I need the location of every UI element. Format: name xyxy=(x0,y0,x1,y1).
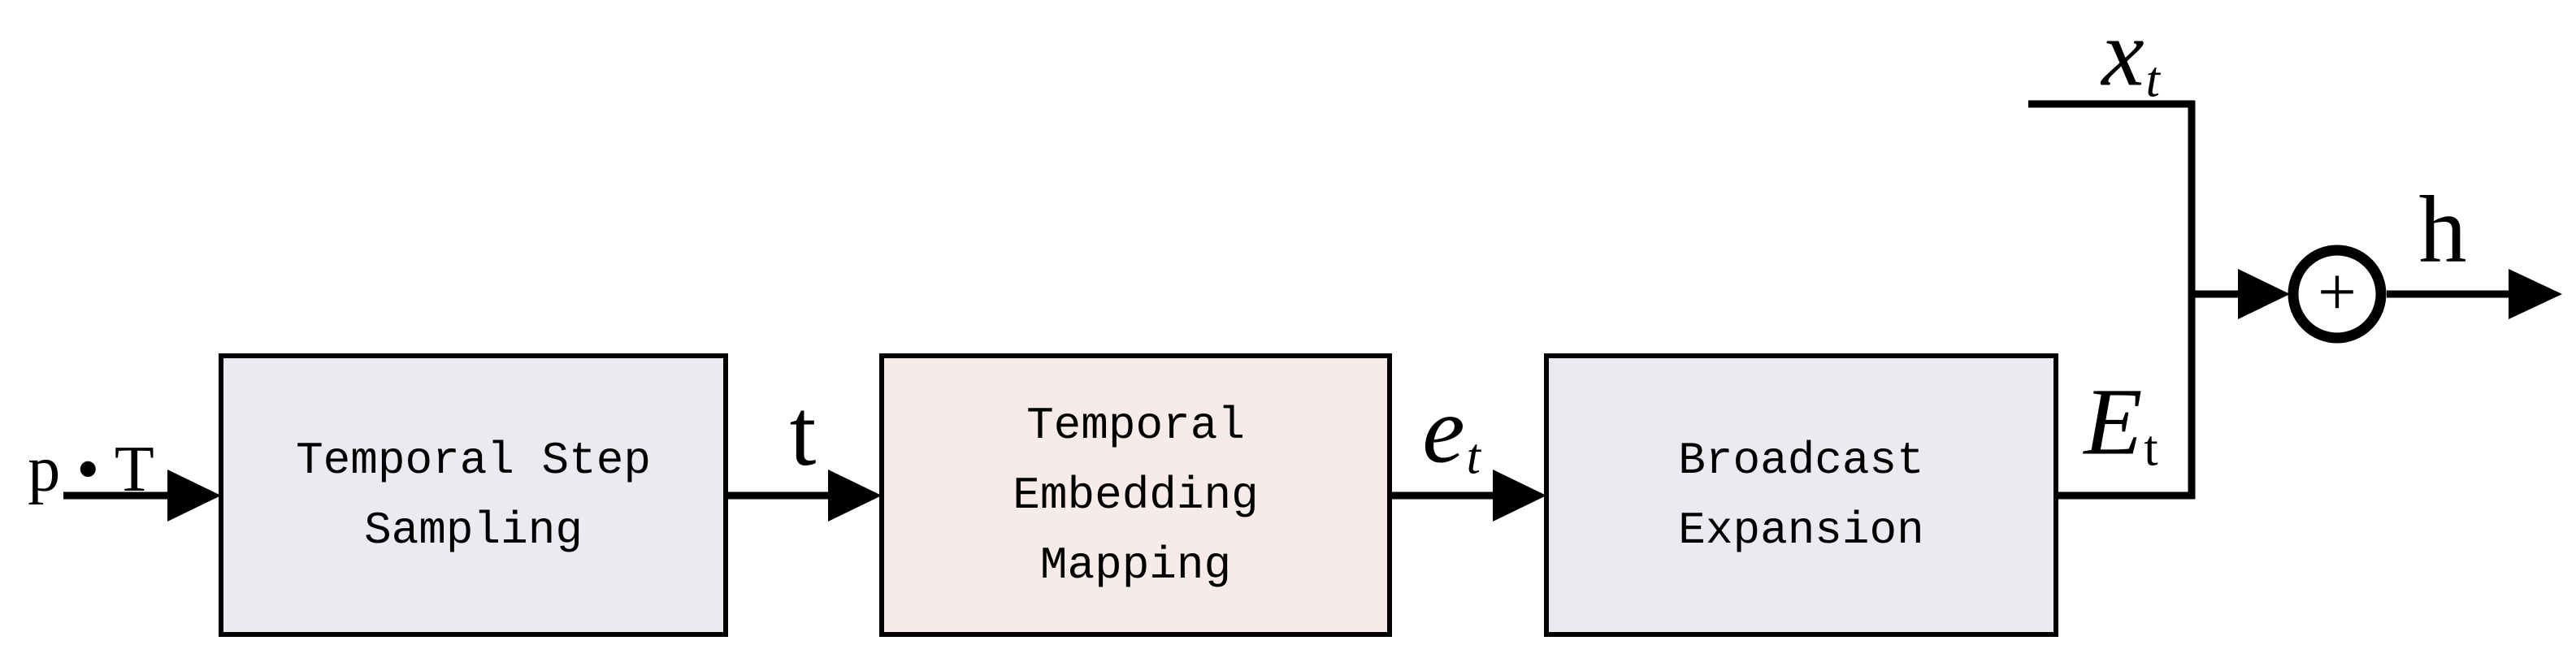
broadcast-expansion-box xyxy=(1544,353,2058,637)
t-signal-label: t xyxy=(789,379,817,486)
Et-base: E xyxy=(2084,368,2143,475)
xt-base: x xyxy=(2101,0,2144,106)
input-arrowhead-icon xyxy=(167,470,221,522)
temporal-step-sampling-box xyxy=(219,353,728,637)
et-subscript: t xyxy=(1466,429,1481,485)
et-base: e xyxy=(1422,376,1465,483)
output-signal-label: h xyxy=(2418,176,2467,283)
Et-subscript: t xyxy=(2144,421,2158,477)
temporal-embedding-mapping-box xyxy=(879,353,1392,637)
Et-signal-label: Et xyxy=(2084,374,2158,474)
sum-node-circle xyxy=(2288,245,2387,344)
output-arrowhead-icon xyxy=(2509,269,2562,319)
xt-subscript: t xyxy=(2145,52,2160,108)
et-arrowhead-icon xyxy=(1493,470,1546,522)
xt-signal-label: xt xyxy=(2101,5,2160,108)
sum-input-arrowhead-icon xyxy=(2238,269,2290,319)
plus-operator-icon: + xyxy=(2318,253,2357,331)
t-arrowhead-icon xyxy=(828,470,882,522)
input-signal-label: p • T xyxy=(28,434,154,505)
et-signal-label: et xyxy=(1422,382,1481,485)
